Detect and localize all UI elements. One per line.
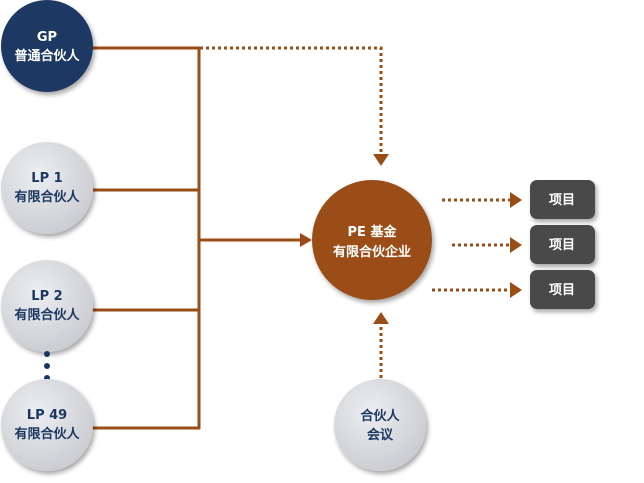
bus-to-fund-arrow: [300, 233, 312, 247]
lp2-label-line2: 有限合伙人: [14, 307, 80, 323]
lp1-label-line1: LP 1: [31, 171, 62, 186]
ellipsis-dots: [44, 351, 50, 381]
project-box-2: 项目: [530, 225, 595, 264]
lp1-node: LP 1 有限合伙人: [1, 142, 93, 234]
committee-to-fund-arrow: [373, 312, 389, 324]
project-label: 项目: [549, 238, 575, 253]
project-box-rect: [530, 180, 595, 219]
solid-connectors: [92, 46, 300, 430]
committee-label-line1: 合伙人: [360, 408, 400, 424]
gp-label-line1: GP: [37, 30, 57, 45]
lp49-label-line2: 有限合伙人: [14, 426, 80, 442]
project-box-rect: [530, 225, 595, 264]
project-box-1: 项目: [530, 180, 595, 219]
lp49-label-line1: LP 49: [27, 408, 67, 423]
project1-arrow: [510, 192, 522, 208]
ellipsis-dot: [44, 351, 50, 357]
gp-to-fund-arrow: [373, 154, 389, 166]
project-box-rect: [530, 270, 595, 309]
fund-label-line2: 有限合伙企业: [333, 244, 411, 260]
project-box-3: 项目: [530, 270, 595, 309]
committee-label-line2: 会议: [367, 427, 394, 443]
lp2-label-line1: LP 2: [31, 289, 62, 304]
gp-circle: [1, 0, 93, 92]
dotted-connectors: [200, 46, 510, 378]
gp-management-dotted-line: [200, 46, 383, 152]
lp2-node: LP 2 有限合伙人: [1, 260, 93, 352]
lp49-node: LP 49 有限合伙人: [1, 379, 93, 471]
committee-node: 合伙人 会议: [334, 379, 426, 471]
lp49-circle: [1, 379, 93, 471]
project3-arrow: [510, 282, 522, 298]
fund-node: PE 基金 有限合伙企业: [312, 180, 432, 300]
ellipsis-dot: [44, 363, 50, 369]
project-label: 项目: [549, 193, 575, 208]
lp1-label-line2: 有限合伙人: [14, 189, 80, 205]
fund-circle: [312, 180, 432, 300]
committee-circle: [334, 379, 426, 471]
project2-arrow: [510, 237, 522, 253]
lp2-circle: [1, 260, 93, 352]
gp-node: GP 普通合伙人: [1, 0, 93, 92]
project-label: 项目: [549, 283, 575, 298]
fund-label-line1: PE 基金: [348, 224, 398, 240]
lp1-circle: [1, 142, 93, 234]
gp-label-line2: 普通合伙人: [14, 48, 80, 64]
